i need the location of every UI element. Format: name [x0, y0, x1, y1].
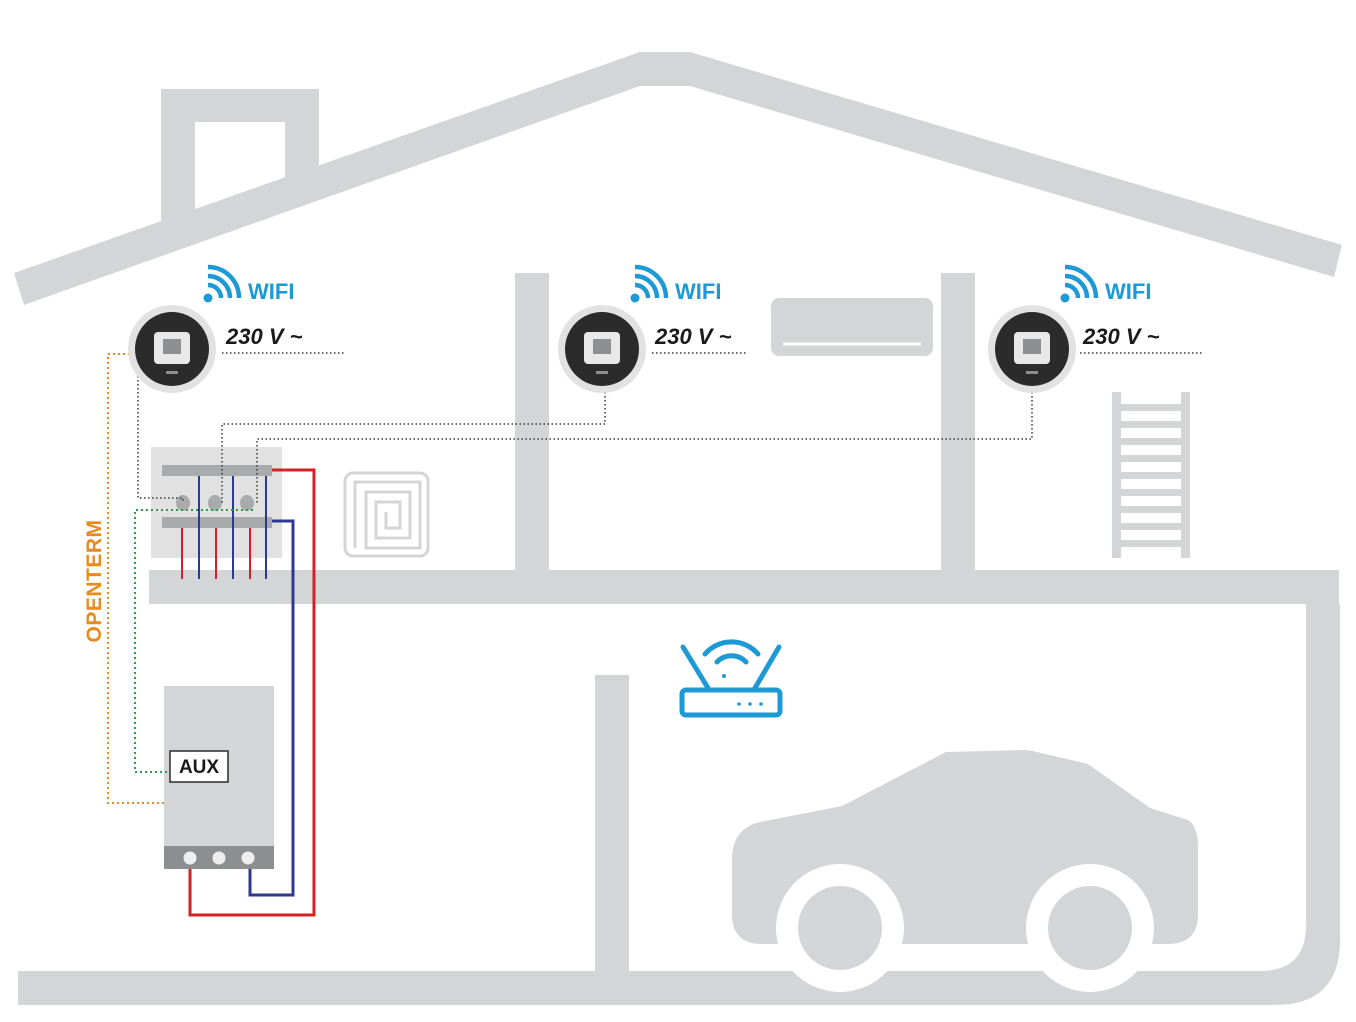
aux-terminal: AUX [169, 750, 229, 783]
wifi-label: WIFI [675, 279, 721, 304]
signal-wire-3 [256, 392, 1033, 503]
heating-pipes [188, 468, 316, 917]
wifi-icon [630, 264, 669, 303]
radiator-icon [1112, 392, 1190, 558]
hot-pipe [188, 468, 316, 917]
thermostat-3: WIFI 230 V ~ [988, 264, 1160, 393]
interior-wall-right [941, 273, 975, 571]
signal-wire-1 [137, 372, 184, 503]
router-icon [679, 639, 783, 718]
openterm-label: OPENTERM [83, 519, 106, 642]
house-structure [14, 52, 1342, 1005]
thermostat-device [558, 305, 646, 393]
power-label: 230 V ~ [654, 324, 732, 349]
manifold-icon [151, 447, 282, 579]
car-icon [732, 750, 1198, 992]
roof [14, 52, 1342, 305]
signal-wire-2 [221, 392, 606, 503]
thermostat-2: WIFI 230 V ~ [558, 264, 732, 393]
garage-partition [595, 675, 629, 972]
thermostat-device [128, 305, 216, 393]
cold-pipe [248, 519, 295, 897]
thermostat-device [988, 305, 1076, 393]
interior-wall-left [515, 273, 549, 571]
wifi-label: WIFI [248, 279, 294, 304]
wifi-icon [1060, 264, 1099, 303]
wifi-label: WIFI [1105, 279, 1151, 304]
aux-label: AUX [179, 757, 219, 778]
openterm-connection: OPENTERM [83, 353, 164, 804]
underfloor-heating-icon [343, 471, 430, 558]
wifi-icon [203, 264, 242, 303]
power-label: 230 V ~ [1082, 324, 1160, 349]
signal-wires [137, 372, 1033, 503]
thermostat-1: WIFI 230 V ~ [128, 264, 303, 393]
floor-slab [149, 570, 1339, 604]
power-label: 230 V ~ [225, 324, 303, 349]
air-conditioner-icon [771, 298, 933, 356]
